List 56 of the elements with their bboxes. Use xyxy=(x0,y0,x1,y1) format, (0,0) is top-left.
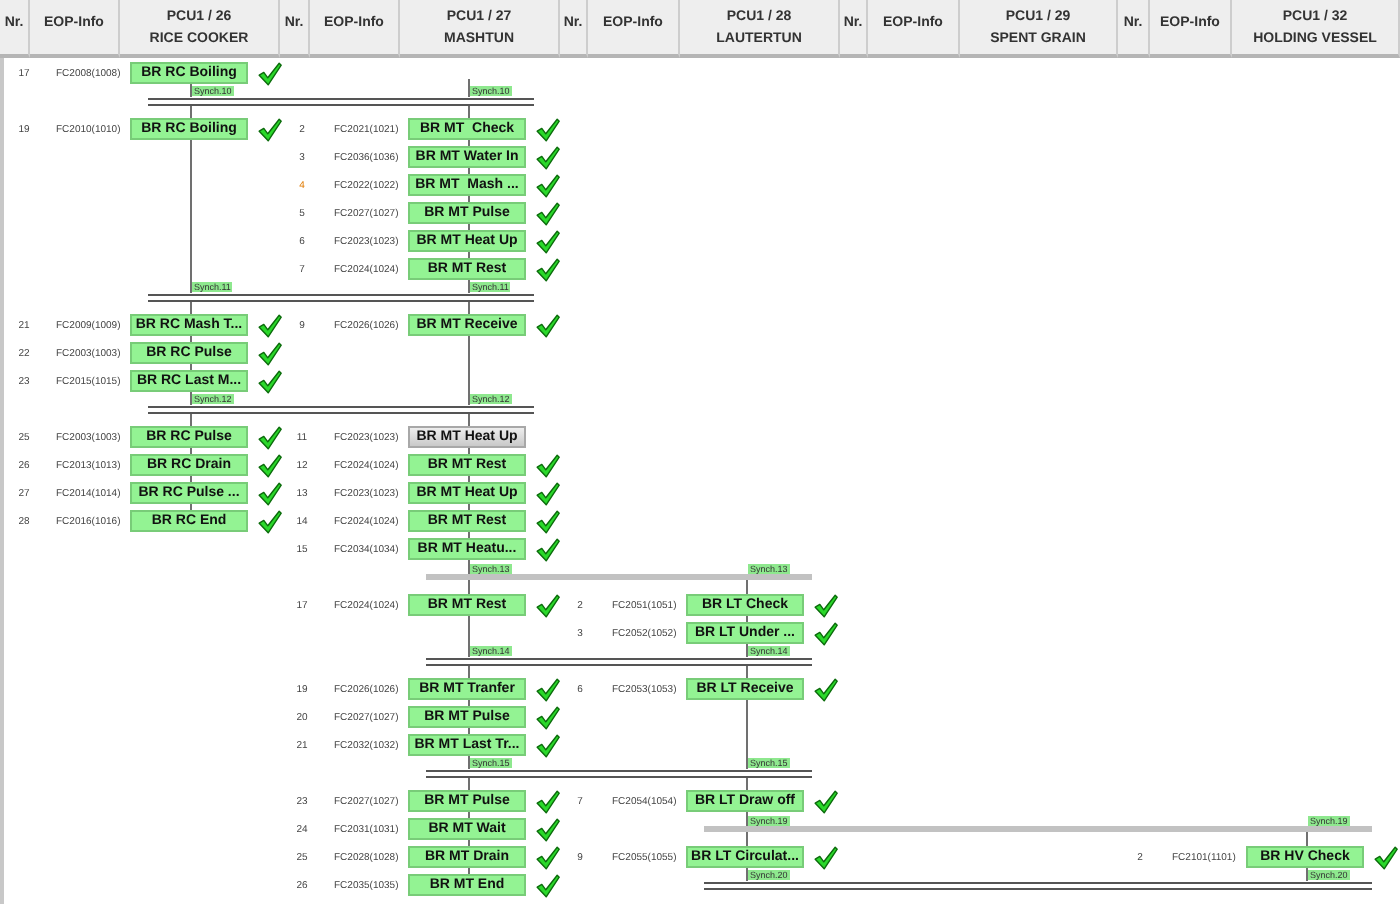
connector-line xyxy=(468,475,470,483)
connector-line xyxy=(468,531,470,539)
connector-line xyxy=(468,300,470,315)
connector-line xyxy=(468,447,470,455)
connector-line xyxy=(468,664,470,679)
connector-line xyxy=(746,867,748,882)
connector-line xyxy=(1306,831,1308,847)
connector-line xyxy=(746,776,748,791)
connector-line xyxy=(190,363,192,371)
synch-bar xyxy=(426,574,812,580)
synch-bar xyxy=(148,293,534,301)
connector-line xyxy=(746,615,748,623)
synch-bar xyxy=(148,97,534,105)
connector-line xyxy=(468,251,470,259)
connector-line xyxy=(468,195,470,203)
connector-line xyxy=(1306,867,1308,882)
connector-line xyxy=(468,867,470,875)
connector-line xyxy=(190,503,192,511)
connector-line xyxy=(746,811,748,827)
connector-line xyxy=(190,83,192,98)
connector-line xyxy=(746,579,748,595)
connector-line xyxy=(190,391,192,406)
connector-line xyxy=(468,167,470,175)
synch-bar xyxy=(704,826,1372,832)
connector-line xyxy=(468,412,470,427)
connector-line xyxy=(190,139,192,294)
connector-line xyxy=(468,335,470,406)
connector-line xyxy=(468,699,470,707)
connector-line xyxy=(746,643,748,658)
connector-line xyxy=(190,104,192,119)
connector-line xyxy=(190,412,192,427)
connector-line xyxy=(468,579,470,595)
connector-line xyxy=(468,776,470,791)
synch-bar xyxy=(704,881,1372,889)
connector-line xyxy=(468,839,470,847)
synch-bar xyxy=(426,657,812,665)
connector-line xyxy=(190,447,192,455)
connector-line xyxy=(746,664,748,679)
connector-line xyxy=(468,279,470,294)
connector-line xyxy=(190,335,192,343)
connector-line xyxy=(468,503,470,511)
connector-line xyxy=(468,78,470,98)
connector-line xyxy=(190,475,192,483)
connector-line xyxy=(468,727,470,735)
connector-line xyxy=(468,615,470,658)
connector-line xyxy=(468,223,470,231)
synch-bar xyxy=(426,769,812,777)
connector-line xyxy=(468,104,470,119)
connector-line xyxy=(468,559,470,575)
synch-bar xyxy=(148,405,534,413)
connector-line xyxy=(468,811,470,819)
connector-line xyxy=(190,300,192,315)
connector-line xyxy=(746,699,748,770)
connector-line xyxy=(468,139,470,147)
connector-line xyxy=(746,831,748,847)
connector-line xyxy=(468,755,470,770)
